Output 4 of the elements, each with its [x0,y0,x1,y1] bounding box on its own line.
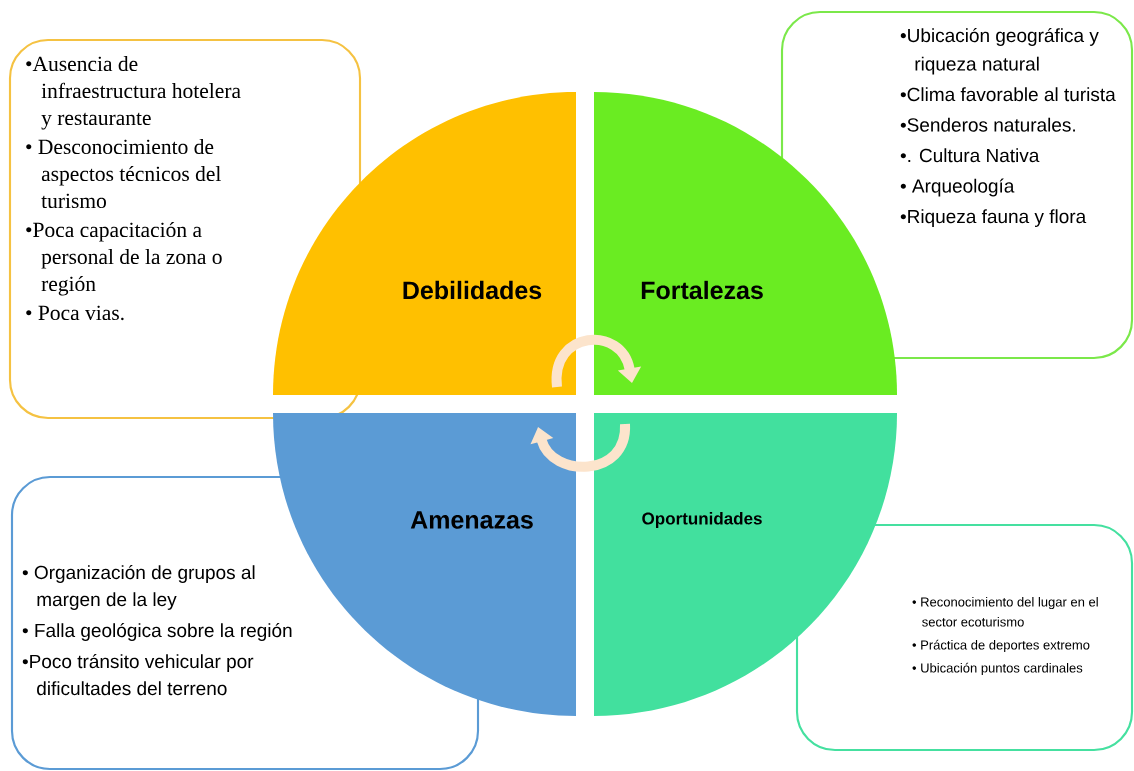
quadrant-sector: Oportunidades [594,413,897,716]
quadrant-sector: Debilidades [273,92,576,395]
curved-arrow [551,334,642,388]
quadrant-sector: Fortalezas [594,92,897,395]
